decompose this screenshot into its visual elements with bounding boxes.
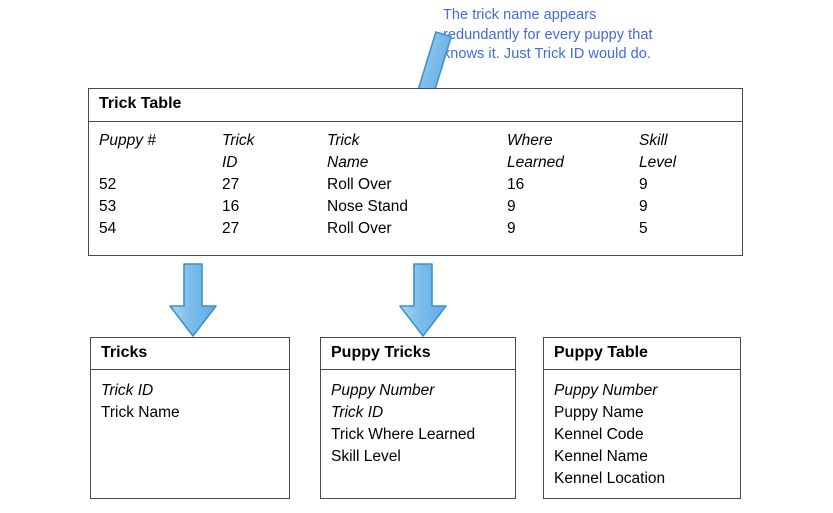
field-item: Puppy Number <box>331 382 435 399</box>
cell: Roll Over <box>327 220 392 237</box>
puppy-tricks-field-list: Puppy Number Trick ID Trick Where Learne… <box>321 370 515 468</box>
field-item: Trick Name <box>101 404 180 421</box>
field-item: Puppy Name <box>554 404 644 421</box>
decompose-to-puppy-tricks-arrow <box>393 262 453 338</box>
puppy-tricks-entity-table: Puppy Tricks Puppy Number Trick ID Trick… <box>320 337 516 499</box>
column-header: Puppy # <box>99 132 156 149</box>
cell: 16 <box>507 176 525 193</box>
column-header: Trick <box>222 132 255 149</box>
cell: 5 <box>639 220 648 237</box>
annotation-line-3: knows it. Just Trick ID would do. <box>443 46 651 62</box>
trick-table-column-skill-level: Skill Level 9 9 5 <box>639 130 676 240</box>
tricks-table-title: Tricks <box>91 338 289 370</box>
trick-table-title: Trick Table <box>89 89 742 122</box>
annotation-callout: The trick name appears redundantly for e… <box>443 6 743 65</box>
cell: 9 <box>507 198 516 215</box>
column-header: Skill <box>639 132 668 149</box>
field-item: Skill Level <box>331 448 401 465</box>
cell: 53 <box>99 198 117 215</box>
cell: 9 <box>507 220 516 237</box>
column-header-line2 <box>99 152 156 174</box>
cell: 52 <box>99 176 117 193</box>
trick-table-column-trick-name: Trick Name Roll Over Nose Stand Roll Ove… <box>327 130 408 240</box>
decompose-to-tricks-arrow <box>163 262 223 338</box>
field-item: Kennel Name <box>554 448 648 465</box>
column-header: Where <box>507 132 553 149</box>
trick-table-column-trick-id: Trick ID 27 16 27 <box>222 130 254 240</box>
cell: Roll Over <box>327 176 392 193</box>
puppy-table-title: Puppy Table <box>544 338 740 370</box>
trick-table: Trick Table Puppy # 52 53 54 Trick ID 27… <box>88 88 743 256</box>
cell: 16 <box>222 198 240 215</box>
puppy-field-list: Puppy Number Puppy Name Kennel Code Kenn… <box>544 370 740 490</box>
annotation-line-2: redundantly for every puppy that <box>443 26 653 43</box>
field-item: Kennel Code <box>554 426 644 443</box>
column-header-line2: Level <box>639 154 677 171</box>
field-item: Trick Where Learned <box>331 426 476 443</box>
annotation-line-1: The trick name appears <box>443 7 597 23</box>
column-header: Trick <box>327 132 360 149</box>
trick-table-body: Puppy # 52 53 54 Trick ID 27 16 27 Trick… <box>89 122 742 255</box>
tricks-entity-table: Tricks Trick ID Trick Name <box>90 337 290 499</box>
tricks-field-list: Trick ID Trick Name <box>91 370 289 424</box>
field-item: Trick ID <box>331 404 384 421</box>
puppy-entity-table: Puppy Table Puppy Number Puppy Name Kenn… <box>543 337 741 499</box>
trick-table-column-where-learned: Where Learned 16 9 9 <box>507 130 564 240</box>
cell: 27 <box>222 176 240 193</box>
puppy-tricks-table-title: Puppy Tricks <box>321 338 515 370</box>
column-header-line2: ID <box>222 154 238 171</box>
column-header-line2: Name <box>327 154 369 171</box>
field-item: Puppy Number <box>554 382 658 399</box>
cell: Nose Stand <box>327 198 408 215</box>
cell: 9 <box>639 176 648 193</box>
trick-table-column-puppy-number: Puppy # 52 53 54 <box>99 130 156 240</box>
cell: 54 <box>99 220 117 237</box>
cell: 27 <box>222 220 240 237</box>
field-item: Trick ID <box>101 382 154 399</box>
column-header-line2: Learned <box>507 154 564 171</box>
cell: 9 <box>639 198 648 215</box>
field-item: Kennel Location <box>554 470 666 487</box>
